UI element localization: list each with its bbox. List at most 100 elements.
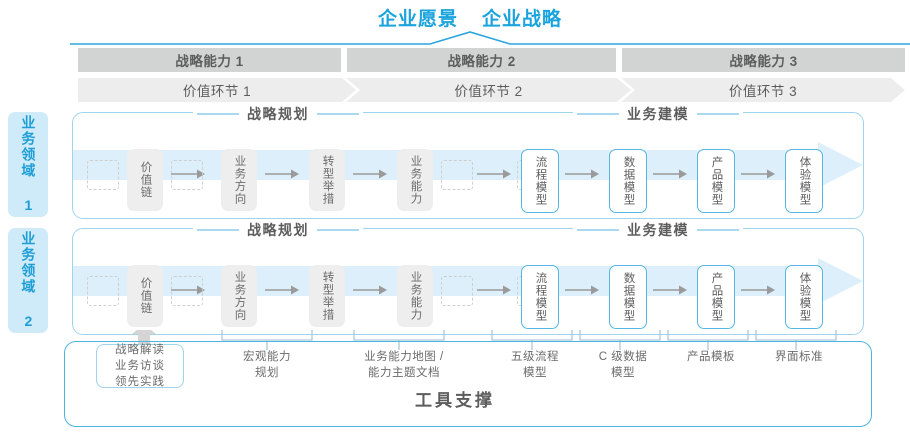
node-label: 体验模型 <box>798 272 811 322</box>
tool-label-capability-map: 业务能力地图 / 能力主题文档 <box>344 350 464 381</box>
domain-row-1: 战略规划 业务建模 价值链 业务方向 转型举措 业务能力 流程模型 数据模型 产… <box>72 104 864 219</box>
tool-box-line-3: 领先实践 <box>115 376 165 389</box>
capability-segment-3[interactable]: 战略能力 3 <box>622 48 905 72</box>
node-planning-4[interactable]: 业务能力 <box>397 149 433 211</box>
tool-label-line-1: 业务能力地图 / <box>364 351 444 363</box>
tool-label-line-1: 产品模板 <box>687 351 735 363</box>
vision-peak-connector-icon <box>70 31 910 45</box>
node-modeling-2[interactable]: 数据模型 <box>609 149 647 213</box>
node-label: 业务方向 <box>233 155 246 205</box>
flow-arrow-icon <box>565 285 599 295</box>
rule-left-icon <box>197 113 239 115</box>
node-modeling-3[interactable]: 产品模型 <box>697 149 735 213</box>
tool-label-line-2: 规划 <box>255 366 279 379</box>
node-label: 价值链 <box>139 161 152 199</box>
rule-right-icon <box>697 113 739 115</box>
node-modeling-1[interactable]: 流程模型 <box>521 265 559 329</box>
tool-label-line-1: 界面标准 <box>775 351 823 363</box>
section-heading-planning-2: 战略规划 <box>193 220 363 240</box>
node-planning-2[interactable]: 业务方向 <box>221 265 257 327</box>
node-label: 流程模型 <box>534 272 547 322</box>
tool-box-line-2: 业务访谈 <box>115 359 165 372</box>
domain-tab-2-label: 业务领域 2 <box>20 230 37 331</box>
node-label: 业务方向 <box>233 271 246 321</box>
domain-tab-2[interactable]: 业务领域 2 <box>8 228 48 333</box>
node-planning-3[interactable]: 转型举措 <box>309 149 345 211</box>
node-planning-3[interactable]: 转型举措 <box>309 265 345 327</box>
rule-right-icon <box>697 229 739 231</box>
node-label: 业务能力 <box>409 155 422 205</box>
planning-heading-label: 战略规划 <box>247 222 309 238</box>
flow-arrow-icon <box>565 169 599 179</box>
rule-left-icon <box>577 229 619 231</box>
tool-label-line-1: C 级数据 <box>598 351 648 363</box>
flow-band-arrow-1 <box>73 142 863 188</box>
flow-arrow-icon <box>265 169 299 179</box>
domain-row-2: 战略规划 业务建模 价值链 业务方向 转型举措 业务能力 流程模型 数据模型 产… <box>72 220 864 335</box>
tool-label-ui-standard: 界面标准 <box>756 350 842 366</box>
flow-band-arrow-2 <box>73 258 863 304</box>
flow-arrow-icon <box>265 285 299 295</box>
planning-heading-label: 战略规划 <box>247 106 309 122</box>
tool-label-line-1: 五级流程 <box>511 351 559 363</box>
tool-label-c-level-data: C 级数据 模型 <box>580 350 666 381</box>
flow-arrow-icon <box>477 169 511 179</box>
node-planning-4[interactable]: 业务能力 <box>397 265 433 327</box>
placeholder-box <box>441 160 473 190</box>
flow-arrow-icon <box>741 169 775 179</box>
enterprise-vision-title: 企业愿景 <box>377 8 458 30</box>
node-modeling-1[interactable]: 流程模型 <box>521 149 559 213</box>
vision-strategy-header: 企业愿景 企业战略 <box>330 4 610 30</box>
placeholder-box <box>87 160 119 190</box>
modeling-heading-label: 业务建模 <box>627 222 689 238</box>
node-label: 业务能力 <box>409 271 422 321</box>
tool-label-line-1: 宏观能力 <box>243 351 291 363</box>
domain-tab-1[interactable]: 业务领域 1 <box>8 112 48 217</box>
flow-arrow-icon <box>171 285 205 295</box>
tool-label-line-2: 模型 <box>611 366 635 379</box>
section-heading-modeling-1: 业务建模 <box>573 104 743 124</box>
node-modeling-3[interactable]: 产品模型 <box>697 265 735 329</box>
tool-label-five-level-process: 五级流程 模型 <box>492 350 578 381</box>
placeholder-box <box>171 160 203 190</box>
tool-box-line-1: 战略解读 <box>115 343 165 356</box>
placeholder-box <box>441 276 473 306</box>
tool-support-title: 工具支撑 <box>415 391 495 410</box>
node-label: 转型举措 <box>321 271 334 321</box>
value-chain-segment-1[interactable]: 价值环节 1 <box>78 78 356 102</box>
node-label: 转型举措 <box>321 155 334 205</box>
node-label: 流程模型 <box>534 156 547 206</box>
placeholder-box <box>87 276 119 306</box>
tool-support-frame <box>64 341 872 427</box>
tool-label-line-2: 模型 <box>523 366 547 379</box>
value-chain-segment-3[interactable]: 价值环节 3 <box>621 78 905 102</box>
node-planning-1[interactable]: 价值链 <box>127 265 163 327</box>
node-label: 产品模型 <box>710 272 723 322</box>
flow-arrow-icon <box>477 285 511 295</box>
tool-box-strategy-interpretation[interactable]: 战略解读 业务访谈 领先实践 <box>96 344 184 388</box>
node-planning-1[interactable]: 价值链 <box>127 149 163 211</box>
rule-right-icon <box>317 113 359 115</box>
rule-right-icon <box>317 229 359 231</box>
value-chain-segment-2[interactable]: 价值环节 2 <box>346 78 631 102</box>
capability-segment-2[interactable]: 战略能力 2 <box>347 48 617 72</box>
section-heading-planning-1: 战略规划 <box>193 104 363 124</box>
tool-label-line-2: 能力主题文档 <box>368 366 440 379</box>
value-chain-bar: 价值环节 1 价值环节 2 价值环节 3 <box>78 78 905 102</box>
node-label: 体验模型 <box>798 156 811 206</box>
rule-left-icon <box>197 229 239 231</box>
placeholder-box <box>171 276 203 306</box>
node-planning-2[interactable]: 业务方向 <box>221 149 257 211</box>
capability-segment-1[interactable]: 战略能力 1 <box>78 48 342 72</box>
node-modeling-2[interactable]: 数据模型 <box>609 265 647 329</box>
node-label: 数据模型 <box>622 272 635 322</box>
domain-tab-1-label: 业务领域 1 <box>20 114 37 215</box>
flow-arrow-icon <box>171 169 205 179</box>
node-modeling-4[interactable]: 体验模型 <box>785 265 823 329</box>
node-modeling-4[interactable]: 体验模型 <box>785 149 823 213</box>
rule-left-icon <box>577 113 619 115</box>
flow-arrow-icon <box>653 169 687 179</box>
modeling-heading-label: 业务建模 <box>627 106 689 122</box>
tool-label-macro-capability: 宏观能力 规划 <box>222 350 312 381</box>
